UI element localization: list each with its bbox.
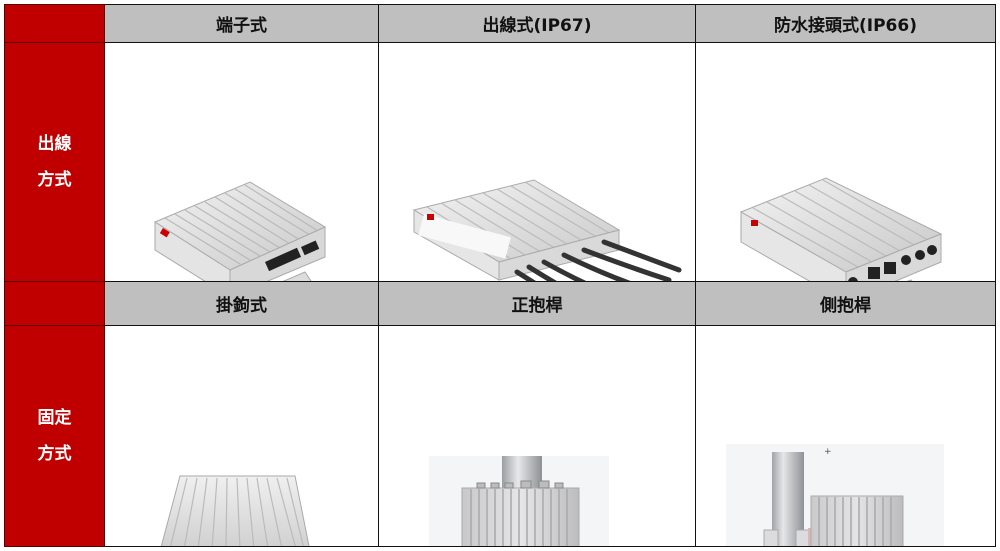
hook-mount-unit-image <box>160 475 310 546</box>
waterproof-connector-unit-photo <box>695 42 996 282</box>
row-label-line1: 出線 <box>37 134 72 154</box>
waterproof-connector-unit-image <box>739 177 943 281</box>
terminal-block-unit-photo <box>104 42 379 282</box>
header-connector-type: 防水接頭式(IP66) <box>695 4 996 43</box>
row-label-line2: 方式 <box>37 444 72 464</box>
row-label-line2: 方式 <box>37 170 72 190</box>
header-hook-mount: 掛鉤式 <box>104 281 379 326</box>
side-pole-mount-image: + <box>726 444 944 546</box>
comparison-table: 端子式 出線式(IP67) 防水接頭式(IP66) 出線 方式 <box>4 4 996 547</box>
row-label-spacer <box>4 281 105 326</box>
row-label-line1: 固定 <box>37 408 72 428</box>
cable-output-unit-photo <box>378 42 696 282</box>
hook-mount-unit-photo <box>104 325 379 547</box>
row-label-mount-method: 固定 方式 <box>4 325 105 547</box>
header-terminal-type: 端子式 <box>104 4 379 43</box>
terminal-block-unit-image <box>153 181 327 281</box>
cable-output-unit-image <box>412 179 682 281</box>
row-label-output-method: 出線 方式 <box>4 42 105 282</box>
front-pole-mount-photo <box>378 325 696 547</box>
svg-text:+: + <box>824 447 832 457</box>
side-pole-mount-photo: + <box>695 325 996 547</box>
header-side-pole-mount: 側抱桿 <box>695 281 996 326</box>
front-pole-mount-image <box>429 456 609 546</box>
header-front-pole-mount: 正抱桿 <box>378 281 696 326</box>
header-cable-type: 出線式(IP67) <box>378 4 696 43</box>
corner-cell <box>4 4 105 43</box>
